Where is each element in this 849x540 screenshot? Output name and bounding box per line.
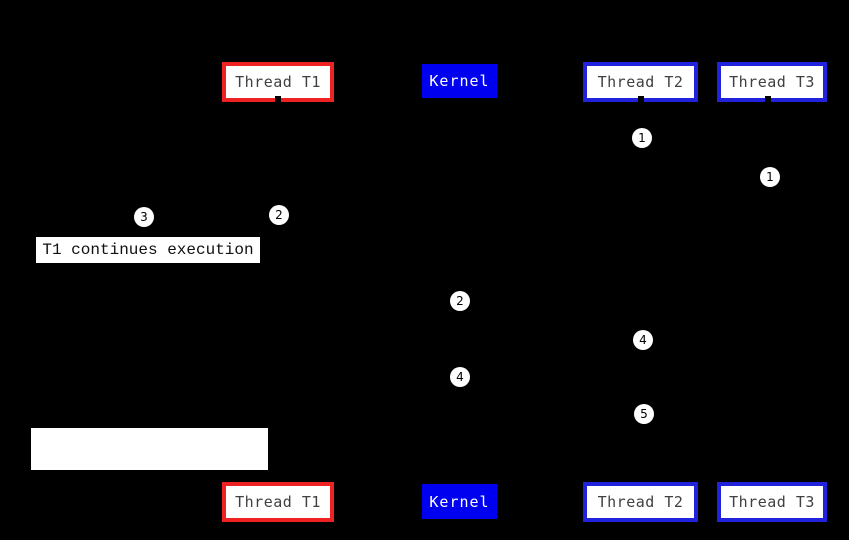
node-thread-t1-bottom: Thread T1 <box>222 482 334 522</box>
lifeline-notch <box>275 96 281 102</box>
lifeline-notch <box>638 96 644 102</box>
step-marker: 1 <box>760 167 780 187</box>
node-thread-t3-bottom: Thread T3 <box>717 482 827 522</box>
lifeline-notch <box>638 478 644 484</box>
step-marker: 1 <box>632 128 652 148</box>
node-thread-t3-top: Thread T3 <box>717 62 827 102</box>
step-marker: 4 <box>450 367 470 387</box>
lifeline-notch <box>275 478 281 484</box>
node-thread-t2-bottom: Thread T2 <box>583 482 698 522</box>
node-kernel-top: Kernel <box>422 64 497 98</box>
step-marker: 5 <box>634 404 654 424</box>
step-marker: 3 <box>134 207 154 227</box>
step-marker: 4 <box>633 330 653 350</box>
node-kernel-bottom: Kernel <box>422 484 497 519</box>
lifeline-notch <box>765 96 771 102</box>
annotation-t1-continues: T1 continues execution <box>36 237 260 263</box>
step-marker: 2 <box>450 291 470 311</box>
blank-callout-box <box>31 428 268 470</box>
lifeline-notch <box>765 478 771 484</box>
step-marker: 2 <box>269 205 289 225</box>
